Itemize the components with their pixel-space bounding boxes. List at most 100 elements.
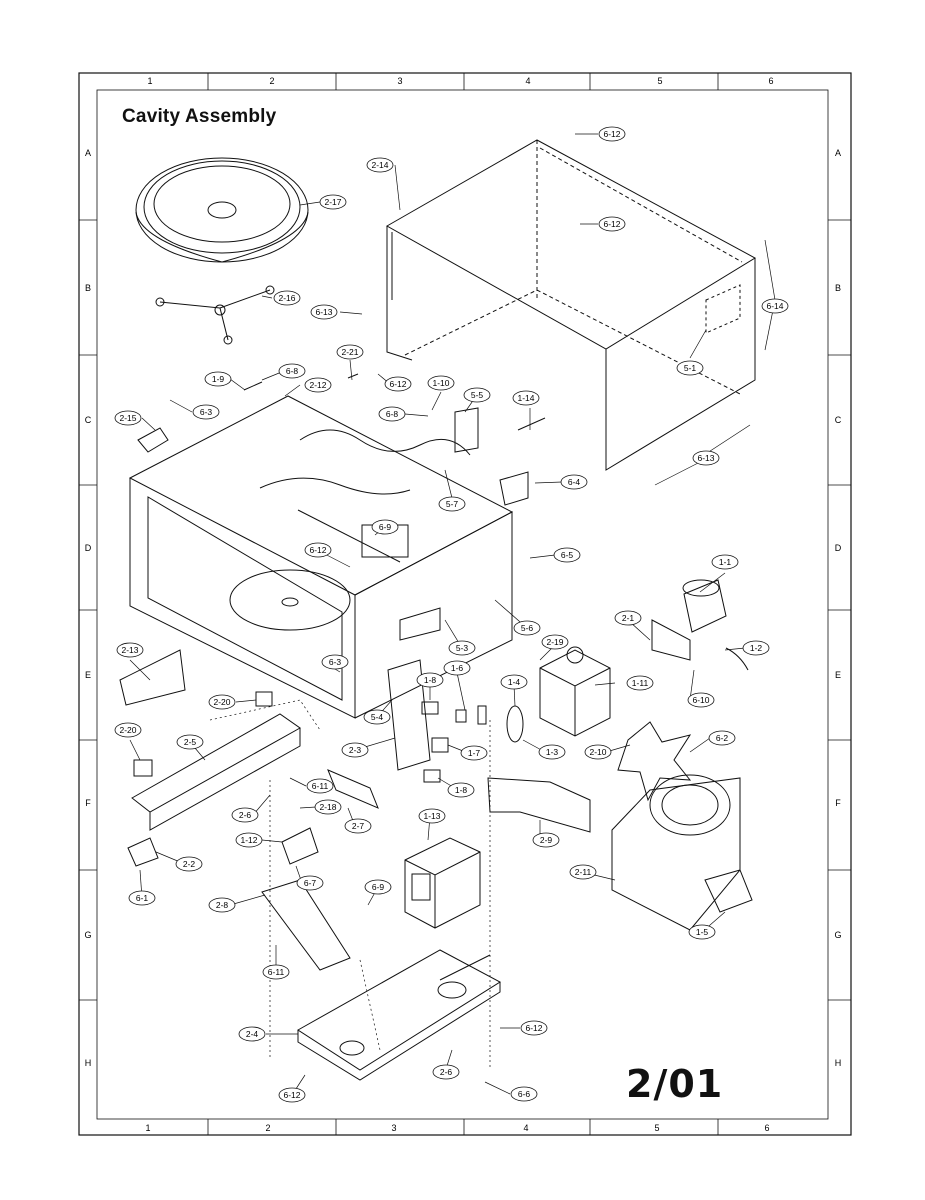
callout-bubble	[176, 734, 204, 750]
callout-label: 6-12	[389, 379, 406, 389]
callout-bubble	[306, 778, 334, 794]
callout-6-12: 6-12	[278, 1087, 306, 1103]
row-label: F	[85, 798, 91, 808]
callout-1-7: 1-7	[460, 745, 488, 761]
callout-6-10: 6-10	[687, 692, 715, 708]
callout-label: 6-12	[603, 129, 620, 139]
leader-lines	[129, 133, 776, 1096]
col-label-bottom: 4	[523, 1123, 528, 1133]
callout-bubble	[192, 404, 220, 420]
callout-bubble	[560, 474, 588, 490]
callout-label: 6-12	[525, 1023, 542, 1033]
callout-2-10: 2-10	[584, 744, 612, 760]
callout-label: 6-12	[603, 219, 620, 229]
callout-6-3: 6-3	[321, 654, 349, 670]
callout-bubble	[238, 1026, 266, 1042]
callout-bubble	[688, 924, 716, 940]
col-label: 5	[657, 76, 662, 86]
callout-label: 1-1	[719, 557, 732, 567]
callout-1-6: 1-6	[443, 660, 471, 676]
callout-2-4: 2-4	[238, 1026, 266, 1042]
callout-label: 6-3	[329, 657, 342, 667]
callout-label: 2-2	[183, 859, 196, 869]
callout-2-1: 2-1	[614, 610, 642, 626]
row-label-right: A	[835, 148, 841, 158]
callout-2-14: 2-14	[366, 157, 394, 173]
callout-6-7: 6-7	[296, 875, 324, 891]
callout-bubble	[378, 406, 406, 422]
row-label-right: B	[835, 283, 841, 293]
callout-bubble	[336, 344, 364, 360]
callout-label: 6-13	[697, 453, 714, 463]
row-label: G	[84, 930, 91, 940]
callout-bubble	[278, 1087, 306, 1103]
callout-6-8: 6-8	[378, 406, 406, 422]
col-label-bottom: 1	[145, 1123, 150, 1133]
callout-6-12: 6-12	[304, 542, 332, 558]
callout-bubble	[208, 897, 236, 913]
capacitor	[651, 579, 749, 671]
callout-label: 6-7	[304, 878, 317, 888]
callout-5-5: 5-5	[463, 387, 491, 403]
callout-label: 2-6	[440, 1067, 453, 1077]
callout-label: 1-13	[423, 811, 440, 821]
callout-bubble	[416, 672, 444, 688]
callout-label: 6-5	[561, 550, 574, 560]
callout-label: 2-18	[319, 802, 336, 812]
callout-bubble	[711, 554, 739, 570]
callout-2-19: 2-19	[541, 634, 569, 650]
callout-label: 2-4	[246, 1029, 259, 1039]
row-label-right: E	[835, 670, 841, 680]
base-plate	[297, 949, 501, 1081]
callout-6-2: 6-2	[708, 730, 736, 746]
callout-bubble	[175, 856, 203, 872]
row-label: D	[85, 543, 92, 553]
col-label-bottom: 6	[764, 1123, 769, 1133]
callout-1-10: 1-10	[427, 375, 455, 391]
callout-bubble	[520, 1020, 548, 1036]
callout-2-2: 2-2	[175, 856, 203, 872]
callout-6-13: 6-13	[692, 450, 720, 466]
col-label-bottom: 3	[391, 1123, 396, 1133]
callout-2-8: 2-8	[208, 897, 236, 913]
callout-bubble	[384, 376, 412, 392]
callout-2-15: 2-15	[114, 410, 142, 426]
grid-labels: 1 2 3 4 5 6 1 2 3 4 5 6 A B C D E F G H …	[84, 76, 841, 1133]
callout-bubble	[708, 730, 736, 746]
callout-bubble	[532, 832, 560, 848]
row-label-right: H	[835, 1058, 842, 1068]
row-label-right: D	[835, 543, 842, 553]
page-title: Cavity Assembly	[122, 106, 277, 127]
callout-layer: 6-126-122-142-176-142-166-135-12-216-81-…	[114, 126, 789, 1103]
col-label: 3	[397, 76, 402, 86]
row-label-right: F	[835, 798, 841, 808]
callout-1-3: 1-3	[538, 744, 566, 760]
callout-6-12: 6-12	[598, 216, 626, 232]
col-label-bottom: 5	[654, 1123, 659, 1133]
callout-2-9: 2-9	[532, 832, 560, 848]
callout-label: 1-5	[696, 927, 709, 937]
callout-5-7: 5-7	[438, 496, 466, 512]
callout-bubble	[438, 496, 466, 512]
callout-bubble	[371, 519, 399, 535]
callout-bubble	[676, 360, 704, 376]
callout-6-3: 6-3	[192, 404, 220, 420]
callout-1-2: 1-2	[742, 640, 770, 656]
callout-bubble	[310, 304, 338, 320]
callout-6-9: 6-9	[364, 879, 392, 895]
callout-2-6: 2-6	[231, 807, 259, 823]
callout-bubble	[692, 450, 720, 466]
row-label: C	[85, 415, 92, 425]
callout-bubble	[366, 157, 394, 173]
callout-2-13: 2-13	[116, 642, 144, 658]
callout-1-8: 1-8	[416, 672, 444, 688]
callout-bubble	[598, 126, 626, 142]
callout-bubble	[344, 818, 372, 834]
callout-5-4: 5-4	[363, 709, 391, 725]
callout-label: 6-11	[268, 967, 285, 977]
callout-1-1: 1-1	[711, 554, 739, 570]
callout-2-12: 2-12	[304, 377, 332, 393]
callout-bubble	[116, 642, 144, 658]
callout-1-8: 1-8	[447, 782, 475, 798]
callout-label: 6-2	[716, 733, 729, 743]
